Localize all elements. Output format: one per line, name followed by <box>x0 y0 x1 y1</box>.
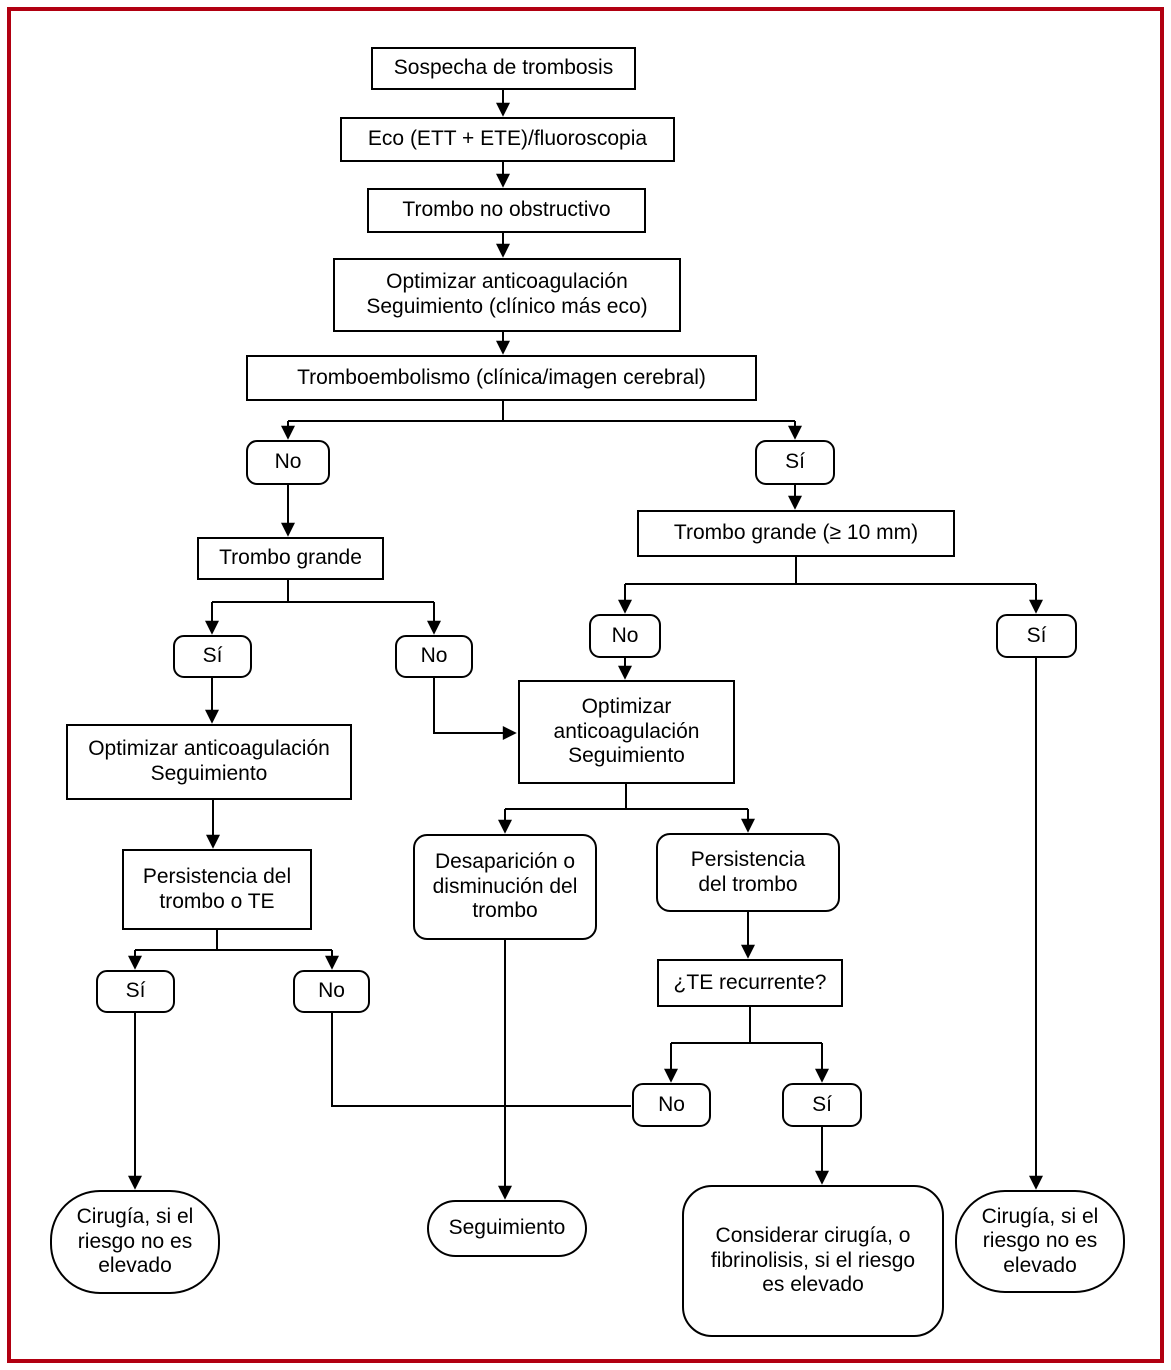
node-label: Considerar cirugía, o fibrinolisis, si e… <box>710 1224 916 1297</box>
edge-trombogrande-branch <box>212 580 434 603</box>
node-label: No <box>611 623 639 647</box>
node-optimizar-anticoagulacion-seguimiento-eco: Optimizar anticoagulación Seguimiento (c… <box>333 258 681 332</box>
edge-tromboemb-branch <box>288 401 795 422</box>
node-label: Sí <box>125 979 146 1003</box>
node-label: ¿TE recurrente? <box>673 970 827 994</box>
node-optimizar-anticoagulacion-seguimiento: Optimizar anticoagulación Seguimiento <box>66 724 352 800</box>
node-label: Sí <box>1026 623 1047 647</box>
node-label: Persistencia del trombo <box>690 847 806 896</box>
node-label: Seguimiento <box>448 1216 566 1240</box>
node-label: No <box>658 1092 685 1116</box>
edge-ter-branch <box>671 1007 822 1044</box>
node-label: No <box>318 979 345 1003</box>
node-label: Optimizar anticoagulación Seguimiento <box>553 695 700 768</box>
edge-no-join <box>331 1013 631 1107</box>
node-label: Eco (ETT + ETE)/fluoroscopia <box>367 127 648 151</box>
node-persistencia-del-trombo-o-te: Persistencia del trombo o TE <box>122 849 312 930</box>
edge-no-opt3 <box>433 678 517 740</box>
node-label: Cirugía, si el riesgo no es elevado <box>981 1204 1099 1277</box>
node-label: Trombo grande <box>219 546 362 570</box>
node-label: Sí <box>202 644 223 668</box>
edge-pers1-branch <box>135 930 332 951</box>
node-tromboembolismo-no: No <box>246 440 330 485</box>
node-trombo-grande-10mm-no: No <box>589 614 661 658</box>
node-considerar-cirugia-fibrinolisis: Considerar cirugía, o fibrinolisis, si e… <box>682 1185 944 1337</box>
node-label: Tromboembolismo (clínica/imagen cerebral… <box>297 365 706 389</box>
node-label: Persistencia del trombo o TE <box>142 864 292 913</box>
node-persistencia-te-no: No <box>293 970 370 1013</box>
node-label: Optimizar anticoagulación Seguimiento <box>88 737 330 785</box>
node-label: Trombo no obstructivo <box>402 198 611 222</box>
node-persistencia-te-si: Sí <box>96 970 175 1013</box>
node-label: Optimizar anticoagulación Seguimiento (c… <box>366 270 648 318</box>
node-eco-ett-ete-fluoroscopia: Eco (ETT + ETE)/fluoroscopia <box>340 117 675 162</box>
node-te-recurrente-si: Sí <box>782 1083 862 1127</box>
node-desaparicion-disminucion-trombo: Desaparición o disminución del trombo <box>413 834 597 940</box>
node-sospecha-de-trombosis: Sospecha de trombosis <box>371 47 636 90</box>
node-label: Desaparición o disminución del trombo <box>432 850 578 923</box>
node-label: Trombo grande (≥ 10 mm) <box>673 521 919 545</box>
node-trombo-grande-10mm-si: Sí <box>996 614 1077 658</box>
node-label: Sí <box>812 1092 832 1116</box>
node-tromboembolismo: Tromboembolismo (clínica/imagen cerebral… <box>246 355 757 401</box>
node-label: Cirugía, si el riesgo no es elevado <box>76 1205 194 1278</box>
node-label: Sospecha de trombosis <box>393 56 614 80</box>
node-trombo-no-obstructivo: Trombo no obstructivo <box>367 188 646 233</box>
node-trombo-grande: Trombo grande <box>197 537 384 580</box>
node-te-recurrente-no: No <box>632 1083 711 1127</box>
node-label: No <box>274 450 302 474</box>
node-cirugia-riesgo-no-elevado-izquierda: Cirugía, si el riesgo no es elevado <box>50 1190 220 1294</box>
node-seguimiento: Seguimiento <box>427 1200 587 1257</box>
node-label: No <box>420 644 448 668</box>
node-te-recurrente: ¿TE recurrente? <box>657 959 843 1007</box>
node-label: Sí <box>785 450 805 474</box>
node-optimizar-anticoagulacion-seguimiento-central: Optimizar anticoagulación Seguimiento <box>518 680 735 784</box>
node-tromboembolismo-si: Sí <box>755 440 835 485</box>
edge-opt3-branch <box>505 784 748 810</box>
edge-tg10-branch <box>625 557 1036 585</box>
node-persistencia-del-trombo: Persistencia del trombo <box>656 833 840 912</box>
node-cirugia-riesgo-no-elevado-derecha: Cirugía, si el riesgo no es elevado <box>955 1190 1125 1293</box>
node-trombo-grande-no: No <box>395 635 473 678</box>
node-trombo-grande-si: Sí <box>173 635 252 678</box>
node-trombo-grande-10mm: Trombo grande (≥ 10 mm) <box>637 510 955 557</box>
